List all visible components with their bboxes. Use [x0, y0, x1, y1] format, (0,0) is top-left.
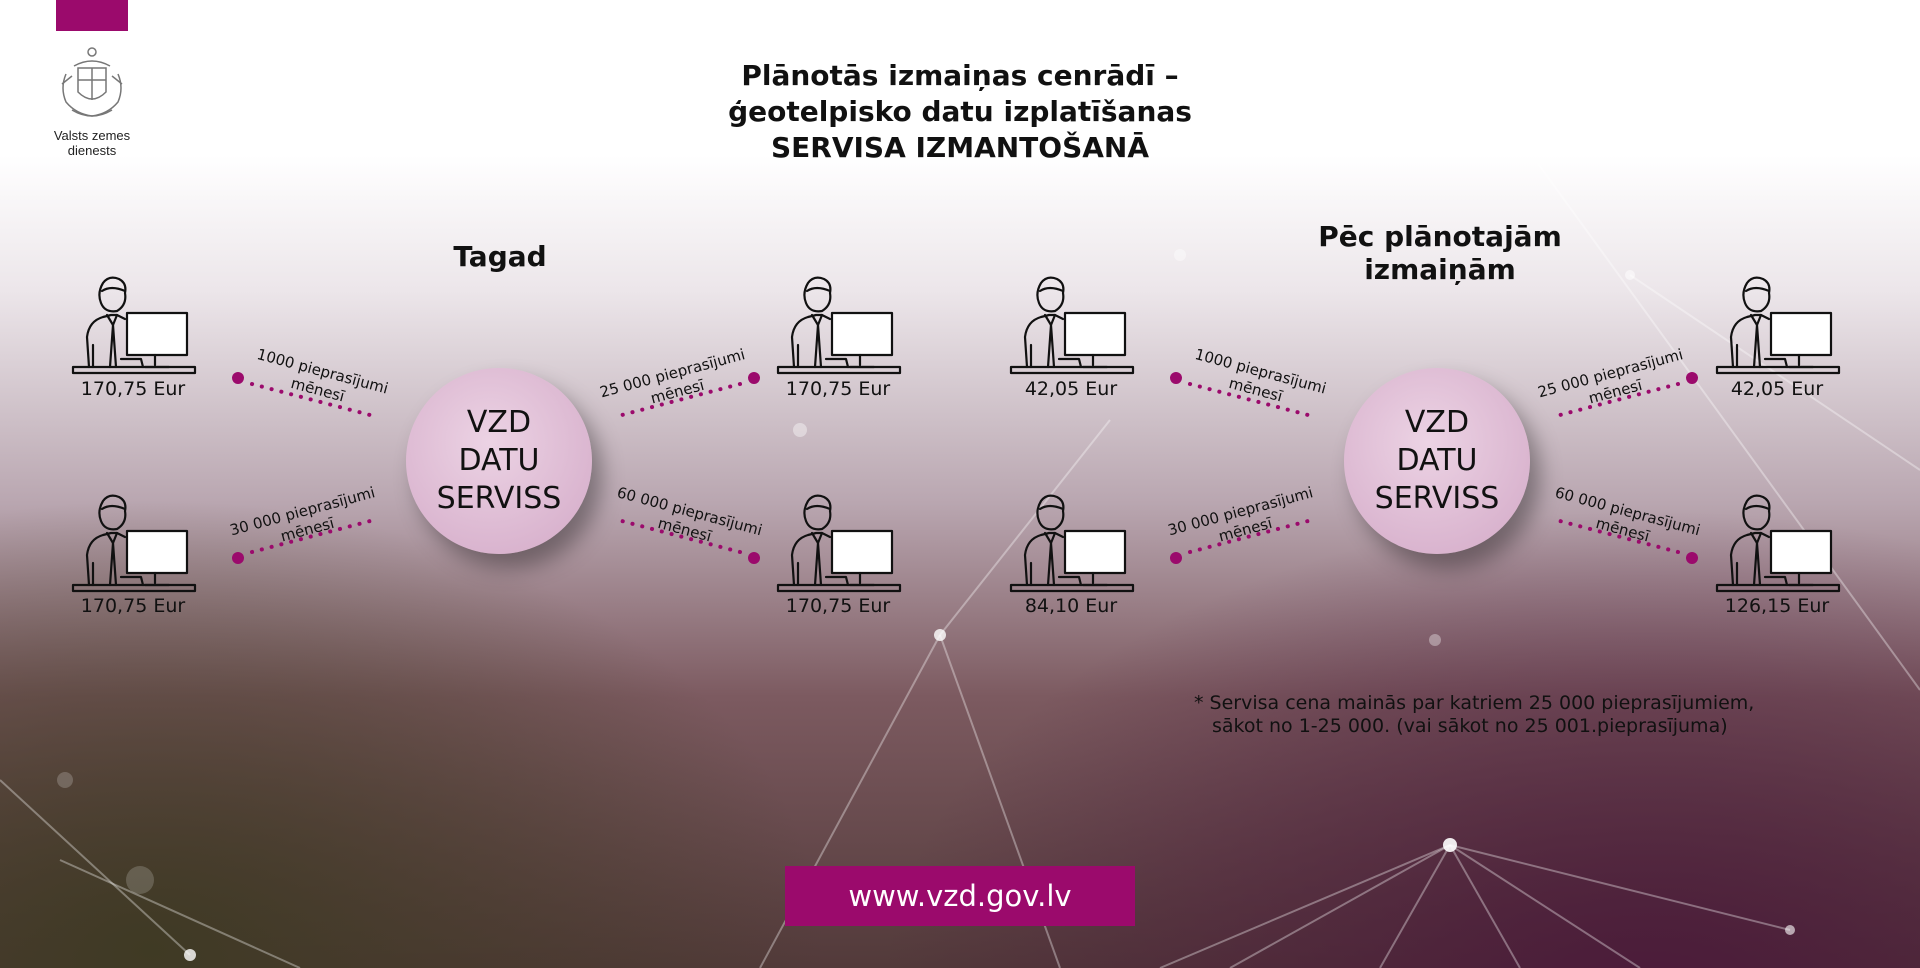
after-section-title: Pēc plānotajām izmaiņām [1280, 220, 1600, 286]
price-after-right-top: 42,05 Eur [1730, 378, 1824, 400]
service-label-line-3: SERVISS [436, 481, 562, 516]
person-at-computer-icon [1713, 275, 1843, 375]
price-now-left-bottom: 170,75 Eur [80, 595, 186, 617]
page-title: Plānotās izmaiņas cenrādī – ģeotelpisko … [560, 58, 1360, 166]
price-after-left-bottom: 84,10 Eur [1024, 595, 1118, 617]
service-label-line-1: VZD [1404, 405, 1470, 440]
connector-now-left-bottom [232, 518, 376, 564]
pricing-note: * Servisa cena mainās par katriem 25 000… [1194, 692, 1834, 738]
person-at-computer-icon [69, 275, 199, 375]
note-line-2: sākot no 1-25 000. (vai sākot no 25 001.… [1212, 715, 1728, 737]
person-at-computer-icon [1713, 493, 1843, 593]
connector-now-left-top [232, 372, 376, 418]
price-after-right-bottom: 126,15 Eur [1724, 595, 1830, 617]
price-now-right-bottom: 170,75 Eur [785, 595, 891, 617]
website-link[interactable]: www.vzd.gov.lv [785, 866, 1135, 926]
organization-name: Valsts zemes dienests [53, 128, 131, 158]
after-title-line-2: izmaiņām [1364, 253, 1516, 286]
service-circle-now: VZD DATU SERVISS [406, 368, 592, 554]
person-at-computer-icon [774, 275, 904, 375]
connector-after-right-top [1554, 372, 1698, 418]
service-label-line-2: DATU [458, 443, 540, 478]
after-title-line-1: Pēc plānotajām [1318, 220, 1562, 253]
connector-now-right-top [616, 372, 760, 418]
price-after-left-top: 42,05 Eur [1024, 378, 1118, 400]
coat-of-arms-icon [61, 47, 123, 117]
price-now-right-top: 170,75 Eur [785, 378, 891, 400]
title-line-2: ģeotelpisko datu izplatīšanas [728, 95, 1192, 128]
now-section-title: Tagad [453, 240, 547, 273]
person-at-computer-icon [774, 493, 904, 593]
connector-now-right-bottom [616, 518, 760, 564]
connector-after-left-top [1170, 372, 1314, 418]
website-url[interactable]: www.vzd.gov.lv [848, 879, 1072, 913]
service-label-line-3: SERVISS [1374, 481, 1500, 516]
person-at-computer-icon [1007, 275, 1137, 375]
title-line-3: SERVISA IZMANTOŠANĀ [770, 131, 1150, 164]
service-label-line-2: DATU [1396, 443, 1478, 478]
title-line-1: Plānotās izmaiņas cenrādī – [741, 59, 1179, 92]
connector-after-left-bottom [1170, 518, 1314, 564]
price-now-left-top: 170,75 Eur [80, 378, 186, 400]
service-label-line-1: VZD [466, 405, 532, 440]
connector-after-right-bottom [1554, 518, 1698, 564]
note-line-1: * Servisa cena mainās par katriem 25 000… [1194, 692, 1755, 714]
service-circle-after: VZD DATU SERVISS [1344, 368, 1530, 554]
person-at-computer-icon [69, 493, 199, 593]
logo-bar [56, 0, 128, 31]
person-at-computer-icon [1007, 493, 1137, 593]
